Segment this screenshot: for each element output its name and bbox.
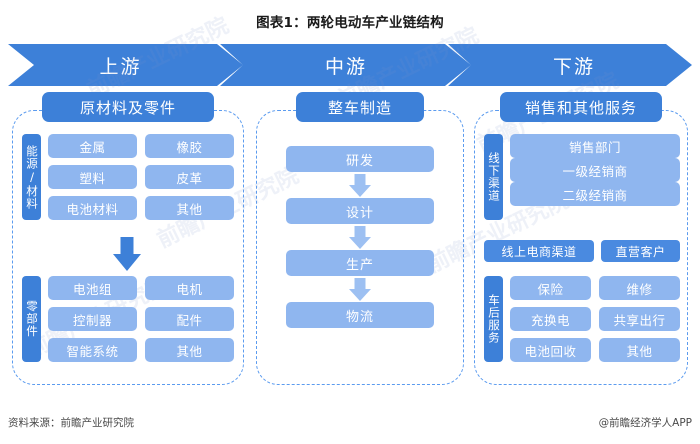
item-box: 销售部门 [510,134,680,158]
group-after-sales: 车后服务 保险 维修 充换电 共享出行 电池回收 其他 [484,276,680,362]
item-box: 皮革 [145,165,234,189]
arrow-down-icon [286,224,434,250]
item-box: 共享出行 [599,307,680,331]
page-title: 图表1：两轮电动车产业链结构 [256,15,444,31]
online-channels-row: 线上电商渠道 直营客户 [484,240,680,262]
item-box: 充换电 [510,307,591,331]
item-box: 橡胶 [145,134,234,158]
group-label-offline-channel: 线下渠道 [484,134,503,220]
item-box: 电池组 [48,276,137,300]
item-box: 金属 [48,134,137,158]
offline-channel-grid: 销售部门 一级经销商 二级经销商 [510,134,680,220]
item-box: 其他 [599,338,680,362]
group-label-after-sales: 车后服务 [484,276,503,362]
flow-step: 研发 [286,146,434,172]
flow-step: 设计 [286,198,434,224]
arrow-down-icon [286,172,434,198]
item-box: 塑料 [48,165,137,189]
item-box: 维修 [599,276,680,300]
group-label-energy-materials: 能源/材料 [22,134,41,220]
banner-bar [8,44,692,86]
group-label-parts: 零部件 [22,276,41,362]
stage-upstream-label: 上游 [99,55,142,78]
group-parts: 零部件 电池组 电机 控制器 配件 智能系统 其他 [22,276,234,362]
source-note: 资料来源：前瞻产业研究院 [8,417,134,429]
flow-step: 物流 [286,302,434,328]
arrow-down-icon [112,237,142,271]
stage-downstream-label: 下游 [552,55,595,78]
item-box: 配件 [145,307,234,331]
item-box: 电池材料 [48,196,137,220]
after-sales-grid: 保险 维修 充换电 共享出行 电池回收 其他 [510,276,680,362]
energy-materials-grid: 金属 橡胶 塑料 皮革 电池材料 其他 [48,134,234,220]
channel-box: 线上电商渠道 [484,240,594,262]
item-box: 一级经销商 [510,158,680,182]
midstream-head: 整车制造 [296,92,424,122]
stage-midstream-label: 中游 [324,55,367,78]
item-box: 控制器 [48,307,137,331]
manufacturing-flow: 研发 设计 生产 物流 [286,146,434,328]
item-box: 智能系统 [48,338,137,362]
group-offline-channel: 线下渠道 销售部门 一级经销商 二级经销商 [484,134,680,220]
channel-box: 直营客户 [601,240,680,262]
item-box: 其他 [145,196,234,220]
credit-note: @前瞻经济学人APP [598,417,692,429]
item-box: 电池回收 [510,338,591,362]
stage-banner: 上游 中游 下游 [8,44,692,86]
flow-step: 生产 [286,250,434,276]
item-box: 其他 [145,338,234,362]
downstream-head: 销售和其他服务 [500,92,662,122]
item-box: 电机 [145,276,234,300]
item-box: 保险 [510,276,591,300]
upstream-head: 原材料及零件 [42,92,214,122]
parts-grid: 电池组 电机 控制器 配件 智能系统 其他 [48,276,234,362]
arrow-down-icon [286,276,434,302]
group-energy-materials: 能源/材料 金属 橡胶 塑料 皮革 电池材料 其他 [22,134,234,220]
item-box: 二级经销商 [510,182,680,206]
